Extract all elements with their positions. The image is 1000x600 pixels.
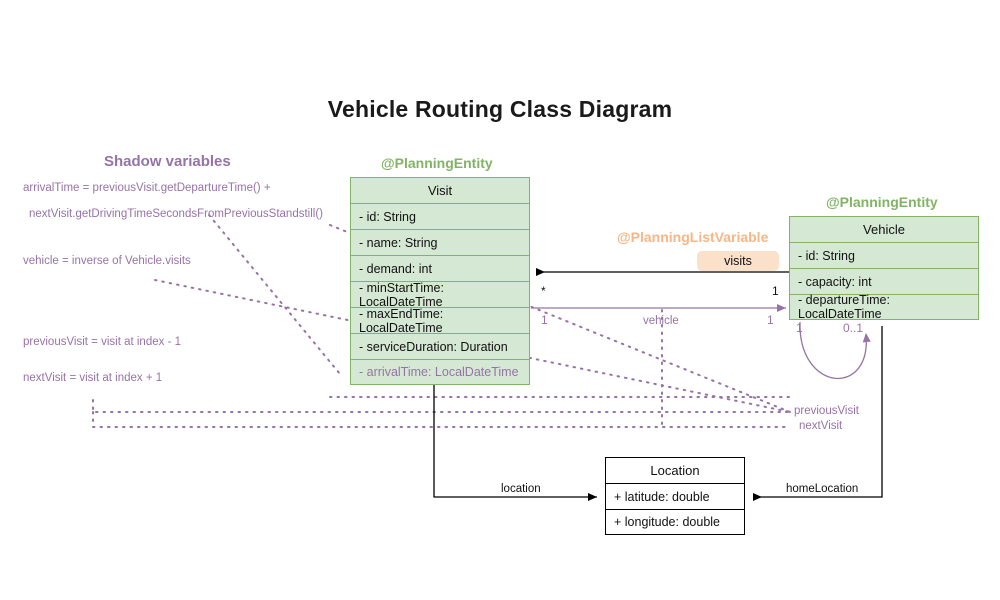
shadow-variable-previousvisit: previousVisit = visit at index - 1 — [23, 336, 181, 348]
vehicle-attribute-departuretime: - departureTime: LocalDateTime — [789, 293, 979, 321]
location-relation-label: location — [501, 483, 541, 495]
planning-list-variable-stereotype: @PlanningListVariable — [617, 229, 769, 245]
shadow-variable-vehicle: vehicle = inverse of Vehicle.visits — [23, 255, 191, 267]
nextvisit-relation-label: nextVisit — [799, 420, 843, 432]
visit-attribute-name: - name: String — [350, 229, 530, 255]
vehicle-target-multiplicity: 1 — [767, 313, 774, 327]
class-box-location[interactable]: Location + latitude: double + longitude:… — [605, 457, 745, 535]
visit-attribute-minstarttime: - minStartTime: LocalDateTime — [350, 281, 530, 309]
class-box-visit[interactable]: Visit - id: String - name: String - dema… — [350, 177, 530, 385]
visits-relation-badge: visits — [697, 251, 779, 271]
visit-attribute-serviceduration: - serviceDuration: Duration — [350, 333, 530, 359]
relation-visits-line — [536, 268, 796, 282]
homelocation-relation-label: homeLocation — [786, 483, 859, 495]
vehicle-stereotype: @PlanningEntity — [826, 194, 938, 210]
page-title: Vehicle Routing Class Diagram — [327, 96, 673, 122]
vehicle-attribute-capacity: - capacity: int — [789, 268, 979, 294]
visits-target-multiplicity: * — [541, 284, 546, 298]
visit-attribute-demand: - demand: int — [350, 255, 530, 281]
shadow-link-arrivaltime — [208, 214, 341, 375]
vehicle-class-name: Vehicle — [789, 216, 979, 242]
visit-attribute-arrivaltime: - arrivalTime: LocalDateTime — [350, 359, 530, 385]
visit-class-name: Visit — [350, 177, 530, 203]
visit-stereotype: @PlanningEntity — [381, 155, 493, 171]
previousvisit-relation-label: previousVisit — [794, 405, 859, 417]
vehicle-attribute-id: - id: String — [789, 242, 979, 268]
shadow-variable-arrivaltime-2: nextVisit.getDrivingTimeSecondsFromPrevi… — [29, 208, 323, 220]
location-class-name: Location — [605, 457, 745, 483]
shadow-route-previousvisit — [92, 399, 791, 413]
shadow-route-nextvisit — [92, 411, 791, 428]
visit-attribute-id: - id: String — [350, 203, 530, 229]
self-loop-target-multiplicity: 0..1 — [843, 321, 864, 335]
visit-attribute-maxendtime: - maxEndTime: LocalDateTime — [350, 307, 530, 335]
shadow-variables-heading: Shadow variables — [104, 153, 231, 170]
location-attribute-longitude: + longitude: double — [605, 509, 745, 535]
class-box-vehicle[interactable]: Vehicle - id: String - capacity: int - d… — [789, 216, 979, 321]
shadow-variable-nextvisit: nextVisit = visit at index + 1 — [23, 372, 163, 384]
self-loop-source-multiplicity: 1 — [796, 321, 803, 335]
relation-homelocation-line — [753, 326, 883, 501]
relation-self-loop — [799, 321, 871, 380]
relation-location-line — [433, 384, 597, 501]
vehicle-relation-label: vehicle — [643, 315, 679, 327]
location-attribute-latitude: + latitude: double — [605, 483, 745, 509]
shadow-variable-arrivaltime-1: arrivalTime = previousVisit.getDeparture… — [23, 182, 271, 194]
vehicle-source-multiplicity: 1 — [541, 313, 548, 327]
visits-source-multiplicity: 1 — [772, 284, 779, 298]
